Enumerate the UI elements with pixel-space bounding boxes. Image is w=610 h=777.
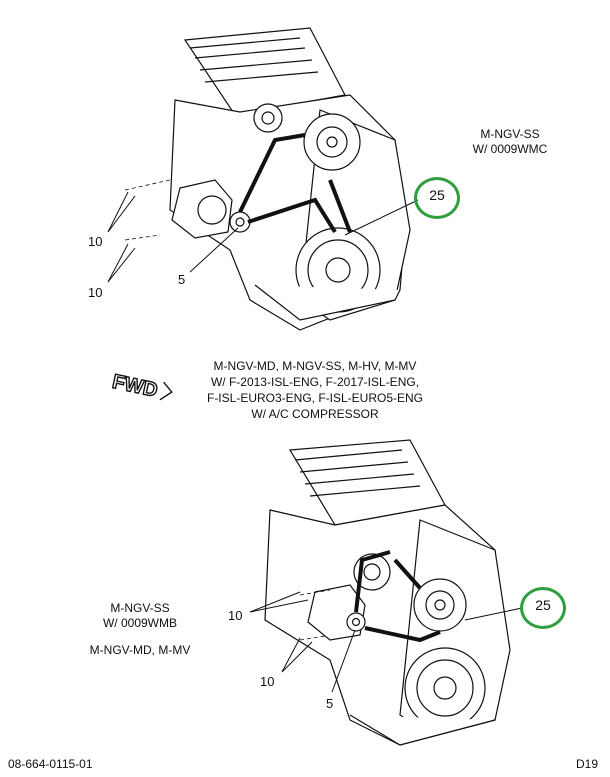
- bottom-callout-10b: 10: [260, 674, 275, 689]
- bottom-callout-25: 25: [535, 597, 551, 613]
- bottom-belt-3: [393, 558, 422, 590]
- top-belt-2: [247, 197, 337, 234]
- footer-part-number: 08-664-0115-01: [8, 757, 93, 771]
- bottom-belt-2: [364, 626, 441, 643]
- bottom-callout-5: 5: [326, 696, 334, 711]
- top-variant-line-2: W/ 0009WMC: [472, 142, 548, 156]
- top-callout-10b: 10: [88, 285, 103, 300]
- bottom-callout-25-circle: [520, 587, 566, 629]
- top-callout-25: 25: [429, 187, 445, 203]
- top-belt-1: [238, 133, 306, 213]
- footer-page-code: D19: [576, 757, 599, 771]
- bottom-variant-line-3: M-NGV-MD, M-MV: [89, 643, 191, 657]
- top-variant-line-1: M-NGV-SS: [480, 127, 540, 141]
- middle-note-line-4: W/ A/C COMPRESSOR: [251, 407, 379, 421]
- bottom-variant-line-2: W/ 0009WMB: [102, 616, 177, 630]
- top-callout-10a: 10: [88, 234, 103, 249]
- top-belt-3: [328, 179, 352, 233]
- middle-note-line-2: W/ F-2013-ISL-ENG, F-2017-ISL-ENG,: [210, 375, 420, 389]
- top-valve-cover: [183, 27, 346, 116]
- bottom-callout-10a: 10: [228, 608, 243, 623]
- bottom-variant-line-1: M-NGV-SS: [110, 601, 170, 615]
- middle-note-line-3: F-ISL-EURO3-ENG, F-ISL-EURO5-ENG: [206, 391, 424, 405]
- bottom-belt-1: [354, 550, 391, 613]
- fwd-arrow: FWD: [108, 364, 178, 417]
- middle-note-line-1: M-NGV-MD, M-NGV-SS, M-HV, M-MV: [213, 359, 417, 373]
- top-callout-5: 5: [178, 272, 186, 287]
- top-callout-25-circle: [414, 177, 460, 219]
